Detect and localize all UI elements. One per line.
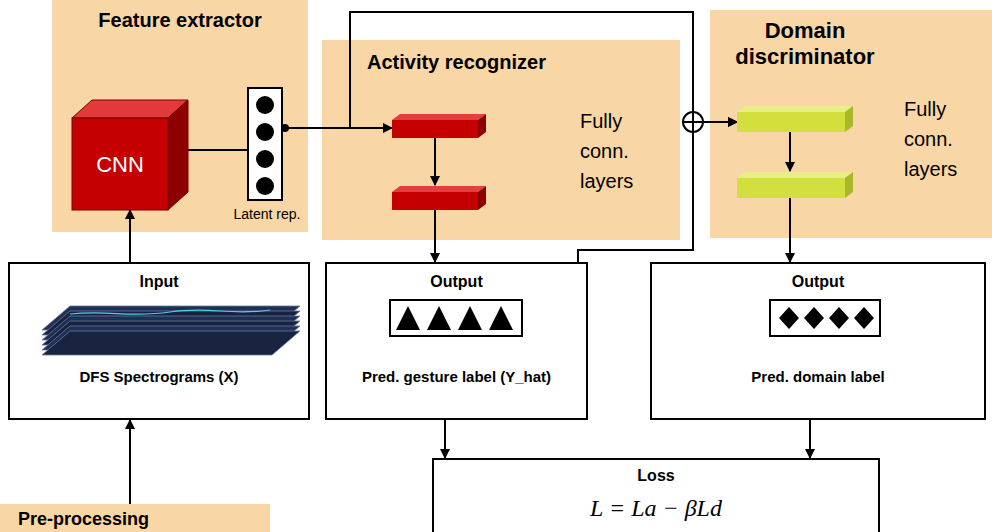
cnn-cube [72, 100, 188, 210]
connector-arrow [789, 198, 791, 262]
node-text: Pred. domain label [652, 368, 984, 386]
spectrogram-stack [42, 306, 300, 355]
doppler-trace [70, 310, 270, 314]
node-title: Domain discriminator [710, 18, 900, 71]
node-title: Output [327, 272, 586, 291]
node-text: Fully conn. layers [904, 94, 988, 184]
node-title: Output [652, 272, 984, 291]
connector-arrow [444, 420, 446, 458]
connector-arrow [188, 149, 248, 151]
node-text: DFS Spectrograms (X) [10, 368, 308, 386]
component-box: Loss L = La − βLd [432, 458, 880, 532]
domain-label-vector [770, 300, 880, 336]
node-title: Loss [434, 466, 878, 485]
component-box: OutputPred. domain label [650, 262, 986, 420]
node-title: Activity recognizer [367, 50, 607, 74]
node-text: Pred. gesture label (Y_hat) [327, 368, 586, 386]
component-box: OutputPred. gesture label (Y_hat) [325, 262, 588, 420]
connector-arrow [434, 210, 436, 262]
node-text: L = La − βLd [434, 494, 878, 523]
component-box: Activity recognizerFully conn. layers [322, 40, 680, 240]
latent-vector [248, 88, 289, 200]
node-title: Latent rep. [230, 206, 304, 223]
node-text: Fully conn. layers [580, 106, 670, 196]
node-title: Pre-processing [18, 509, 258, 531]
connector-arrow [129, 420, 131, 504]
component-box: Pre-processing [0, 504, 270, 532]
connector-arrow [809, 420, 811, 458]
node-title: CNN [72, 152, 168, 178]
connector-arrow [129, 210, 131, 262]
gesture-label-vector [390, 300, 522, 336]
spectrogram-sheet [42, 331, 300, 355]
sum-symbol [683, 112, 703, 132]
node-title: Input [10, 272, 308, 291]
node-title: Feature extractor [52, 8, 308, 32]
